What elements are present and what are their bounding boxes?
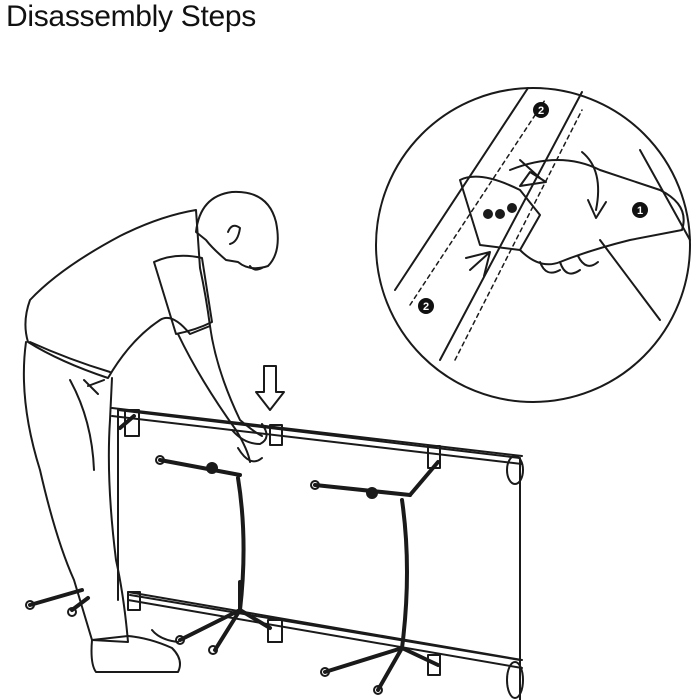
- leg-tube: [599, 149, 691, 321]
- stitch-line: [454, 109, 583, 361]
- push-arrow-icon: [519, 159, 547, 187]
- pants-crease: [69, 379, 95, 471]
- callout-1: 1: [632, 202, 648, 218]
- svg-text:1: 1: [637, 205, 643, 217]
- hand-lower: [237, 447, 263, 463]
- tube-edge: [394, 87, 529, 291]
- arm-right: [209, 325, 263, 437]
- cot-fabric-edge: [117, 409, 521, 700]
- rail-end-top: [506, 455, 524, 485]
- bracket: [459, 175, 541, 251]
- connector: [127, 591, 141, 611]
- callout-2b: 2: [418, 298, 434, 314]
- svg-text:2: 2: [423, 301, 429, 313]
- rotate-arrow-head: [587, 199, 607, 219]
- inset-fingers: [539, 255, 599, 275]
- leg-set-1: [155, 455, 272, 655]
- rail-end-bottom: [506, 661, 524, 699]
- sleeve: [153, 254, 213, 335]
- ear: [227, 224, 241, 245]
- detail-inset: [375, 87, 691, 403]
- belt-tie: [83, 379, 105, 395]
- inset-circle: [375, 87, 691, 403]
- leg-set-0: [25, 414, 136, 617]
- leg-set-2: [310, 460, 440, 695]
- shirt-hem: [29, 341, 111, 373]
- rotate-arrow-icon: [581, 151, 600, 211]
- chin: [249, 265, 263, 271]
- cot-frame: [25, 407, 524, 700]
- inset-hand: [509, 159, 685, 266]
- top-rail: [111, 407, 523, 465]
- page-title: Disassembly Steps: [6, 0, 256, 33]
- connector: [269, 424, 283, 446]
- shirt: [24, 209, 211, 379]
- stitch-line: [409, 99, 546, 306]
- pants: [22, 341, 129, 643]
- hand: [231, 423, 268, 445]
- arm-left: [177, 333, 251, 463]
- tube-edge: [439, 91, 583, 361]
- person: [22, 190, 279, 673]
- callout-2a: 2: [533, 102, 549, 118]
- connector: [267, 619, 283, 643]
- shoe-back: [151, 629, 179, 643]
- svg-text:2: 2: [538, 105, 544, 117]
- bottom-rail: [127, 591, 523, 669]
- shoe-front: [90, 635, 181, 673]
- push-arrow-icon: [465, 251, 491, 277]
- head: [195, 190, 279, 270]
- down-arrow-icon: [255, 365, 285, 411]
